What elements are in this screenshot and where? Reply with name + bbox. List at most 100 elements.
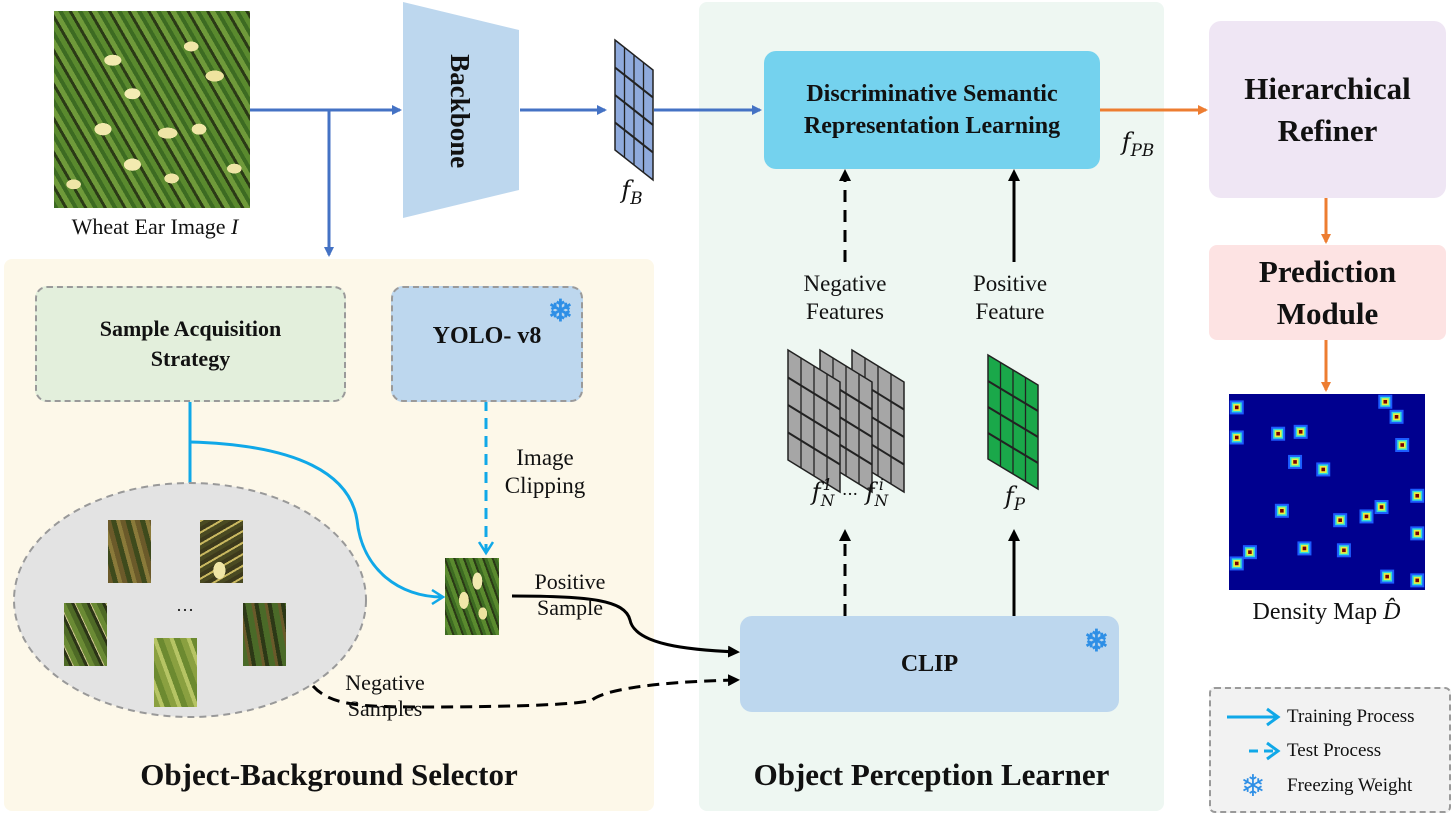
- density-peak: [1288, 454, 1303, 469]
- negative-sample-image: [200, 520, 243, 583]
- fNi-base: f: [865, 478, 875, 507]
- snowflake-icon: ❄: [1240, 769, 1266, 803]
- density-peak: [1293, 424, 1308, 439]
- negative-sample-image: [154, 638, 197, 707]
- density-peak: [1229, 556, 1244, 571]
- grid-line: [987, 406, 1039, 438]
- fPB-base: f: [1121, 128, 1131, 156]
- fB-grid: [614, 38, 654, 182]
- fN1-sub: N: [820, 491, 835, 510]
- neg-feat-line1: Negative: [803, 271, 887, 296]
- density-peak-ring: [1394, 415, 1399, 419]
- density-peak-ring: [1379, 505, 1384, 509]
- legend-item-freezing: ❄ Freezing Weight: [1225, 769, 1412, 803]
- density-peak: [1359, 509, 1374, 524]
- fB-base: f: [621, 176, 631, 204]
- feature-map-fP: [987, 353, 1039, 491]
- learner-panel-title: Object Perception Learner: [753, 757, 1110, 792]
- clip-line1: Image: [516, 445, 574, 470]
- density-peak: [1271, 426, 1286, 441]
- caption-symbol: I: [231, 214, 239, 239]
- neg-samples-line1: Negative: [345, 670, 425, 695]
- arrow-negative-samples-to-clip: [311, 674, 740, 709]
- fPB-sub: PB: [1130, 139, 1155, 160]
- grid-line: [614, 121, 654, 154]
- fN-ellipsis: ···: [841, 484, 858, 505]
- density-peak-ring: [1400, 443, 1404, 447]
- density-peak-ring: [1302, 546, 1307, 551]
- refiner-line2: Refiner: [1277, 112, 1378, 148]
- snowflake-icon: ❄: [547, 295, 573, 328]
- prediction-line2: Module: [1276, 295, 1379, 331]
- pos-feat-line1: Positive: [972, 271, 1048, 296]
- feature-maps-negative: [787, 348, 905, 494]
- density-peak: [1297, 541, 1312, 556]
- yolo-label: YOLO- v8: [432, 323, 542, 349]
- fB-sub: B: [630, 187, 643, 208]
- fP-sub: P: [1013, 493, 1026, 514]
- dsrl-line1: Discriminative Semantic: [806, 80, 1058, 107]
- dsrl-line2: Representation Learning: [803, 113, 1061, 139]
- density-peak-ring: [1280, 509, 1284, 513]
- density-peak: [1336, 543, 1351, 558]
- legend-item-test: Test Process: [1225, 737, 1381, 765]
- fPB-label: fPB: [1108, 128, 1168, 160]
- backbone-shape: [403, 2, 519, 218]
- density-peak-ring: [1248, 550, 1252, 554]
- density-peak: [1410, 488, 1425, 503]
- density-caption-symbol: D̂: [1383, 599, 1401, 625]
- fB-label: fB: [612, 176, 652, 208]
- arrow-positive-sample-to-clip: [511, 594, 740, 658]
- sample-acq-line1: Sample Acquisition: [99, 316, 282, 342]
- fP-label: fP: [990, 482, 1040, 514]
- density-caption-text: Density Map: [1252, 599, 1384, 625]
- caption-text: Wheat Ear Image: [71, 214, 232, 239]
- fNi-sup: i: [878, 476, 884, 494]
- grid-line: [787, 404, 841, 438]
- density-peak-ring: [1342, 548, 1346, 553]
- sample-acq-line2: Strategy: [150, 346, 231, 371]
- legend-label: Training Process: [1287, 706, 1415, 727]
- density-peak-ring: [1234, 405, 1239, 410]
- arrow-strategy-to-positive: [189, 440, 442, 597]
- clip-block: CLIP ❄: [740, 616, 1119, 712]
- density-background: [1229, 394, 1425, 590]
- density-peak: [1395, 438, 1410, 452]
- legend-label: Freezing Weight: [1287, 775, 1413, 796]
- fN-grid-front: [787, 348, 841, 494]
- legend-label: Test Process: [1287, 740, 1382, 761]
- grid-line: [987, 432, 1039, 464]
- density-peak: [1316, 462, 1331, 477]
- density-peak-ring: [1276, 431, 1280, 436]
- negative-sample-image: [243, 603, 286, 666]
- density-peak-ring: [1234, 435, 1239, 440]
- density-peak: [1374, 500, 1389, 515]
- density-peak-ring: [1385, 574, 1389, 579]
- pos-sample-line2: Sample: [537, 595, 603, 621]
- backbone-label: Backbone: [445, 54, 476, 169]
- snowflake-icon: ❄: [1083, 625, 1109, 658]
- density-peak-ring: [1415, 578, 1420, 583]
- fN1-sup: 1: [822, 476, 833, 494]
- input-image-caption: Wheat Ear Image I: [30, 214, 280, 240]
- neg-feat-line2: Features: [806, 298, 884, 324]
- refiner-line1: Hierarchical: [1244, 70, 1411, 106]
- density-peak: [1389, 409, 1404, 424]
- clip-line2: Clipping: [504, 472, 586, 498]
- density-peak-ring: [1321, 467, 1326, 472]
- density-peak-ring: [1338, 518, 1342, 522]
- density-peak: [1229, 400, 1244, 415]
- density-peak: [1274, 503, 1289, 518]
- neg-samples-line2: Samples: [347, 696, 423, 722]
- clip-label: CLIP: [900, 650, 959, 677]
